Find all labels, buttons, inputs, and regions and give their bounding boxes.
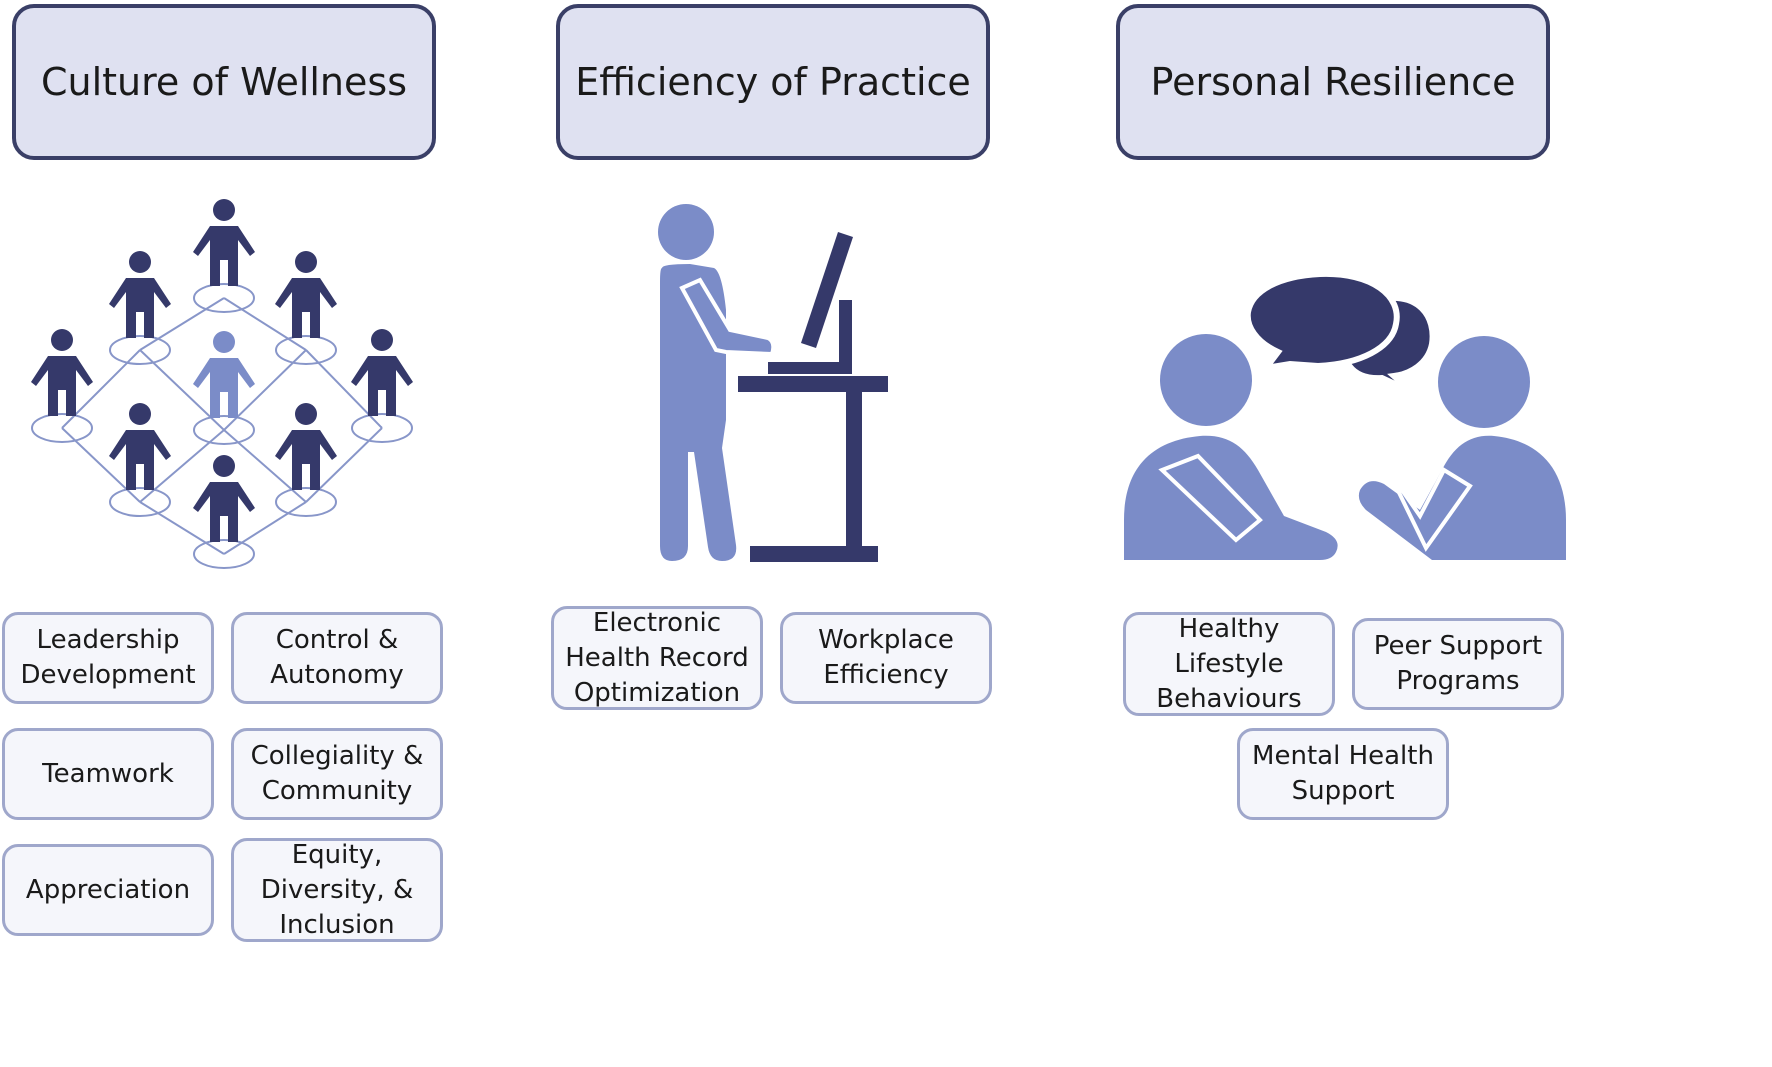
item-label: Electronic Health Record Optimization bbox=[565, 607, 749, 708]
item-peer-support-programs: Peer Support Programs bbox=[1352, 618, 1564, 710]
item-label: Peer Support Programs bbox=[1373, 631, 1543, 696]
item-teamwork: Teamwork bbox=[2, 728, 214, 820]
item-label: Control & Autonomy bbox=[270, 625, 404, 690]
header-personal-resilience: Personal Resilience bbox=[1116, 4, 1550, 160]
item-label: Leadership Development bbox=[20, 625, 196, 690]
item-mental-health-support: Mental Health Support bbox=[1237, 728, 1449, 820]
item-appreciation: Appreciation bbox=[2, 844, 214, 936]
header-culture-of-wellness: Culture of Wellness bbox=[12, 4, 436, 160]
item-control-autonomy: Control & Autonomy bbox=[231, 612, 443, 704]
header-label: Culture of Wellness bbox=[40, 60, 407, 104]
item-label: Appreciation bbox=[25, 874, 191, 905]
item-label: Teamwork bbox=[42, 758, 174, 789]
item-label: Workplace Efficiency bbox=[818, 625, 954, 690]
item-label: Healthy Lifestyle Behaviours bbox=[1156, 613, 1302, 714]
item-leadership-development: Leadership Development bbox=[2, 612, 214, 704]
item-label: Mental Health Support bbox=[1252, 741, 1434, 806]
header-label: Personal Resilience bbox=[1150, 60, 1516, 104]
header-efficiency-of-practice: Efficiency of Practice bbox=[556, 4, 990, 160]
header-label: Efficiency of Practice bbox=[575, 60, 971, 104]
item-collegiality-community: Collegiality & Community bbox=[231, 728, 443, 820]
item-label: Equity, Diversity, & Inclusion bbox=[260, 839, 414, 940]
item-ehr-optimization: Electronic Health Record Optimization bbox=[551, 606, 763, 710]
item-equity-diversity-inclusion: Equity, Diversity, & Inclusion bbox=[231, 838, 443, 942]
item-workplace-efficiency: Workplace Efficiency bbox=[780, 612, 992, 704]
item-healthy-lifestyle-behaviours: Healthy Lifestyle Behaviours bbox=[1123, 612, 1335, 716]
item-label: Collegiality & Community bbox=[250, 741, 424, 806]
